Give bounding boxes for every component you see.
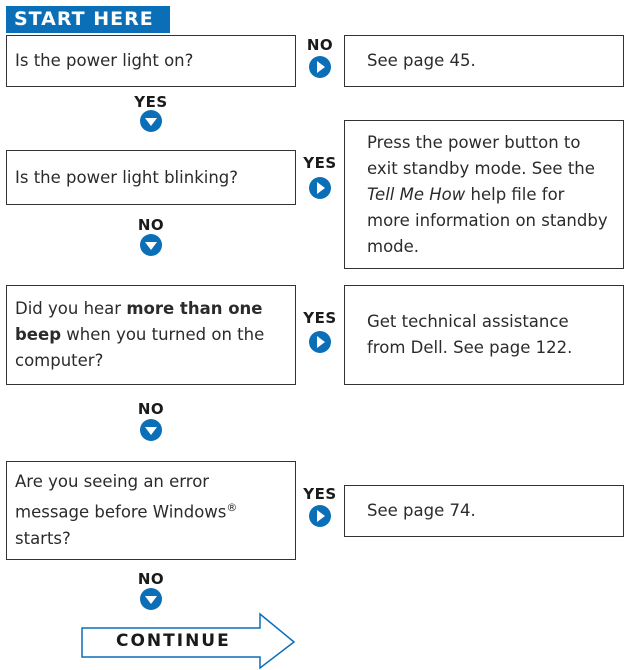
question-text-1: Is the power light on? bbox=[15, 51, 194, 70]
arrow-right-icon bbox=[309, 177, 331, 199]
answer-text-2: Press the power button to exit standby m… bbox=[367, 132, 608, 256]
next-label-3: NO bbox=[137, 400, 165, 418]
answer-box-1: See page 45. bbox=[344, 35, 624, 87]
continue-arrow-icon[interactable] bbox=[80, 612, 298, 670]
answer-label-4: YES bbox=[303, 485, 337, 503]
next-label-4: NO bbox=[137, 570, 165, 588]
question-text-3: Did you hear more than one beep when you… bbox=[15, 299, 265, 370]
arrow-right-icon bbox=[309, 331, 331, 353]
registered-mark: ® bbox=[226, 501, 238, 515]
emphasis-text: more than one beep bbox=[15, 299, 263, 344]
question-box-3: Did you hear more than one beep when you… bbox=[6, 285, 296, 385]
answer-label-1: NO bbox=[306, 36, 334, 54]
continue-label[interactable]: CONTINUE bbox=[116, 631, 231, 651]
answer-text-3: Get technical assistance from Dell. See … bbox=[367, 312, 573, 357]
arrow-down-icon bbox=[140, 234, 162, 256]
arrow-right-icon bbox=[309, 505, 331, 527]
answer-box-4: See page 74. bbox=[344, 485, 624, 537]
answer-text-4: See page 74. bbox=[367, 501, 476, 520]
arrow-down-icon bbox=[140, 110, 162, 132]
question-box-2: Is the power light blinking? bbox=[6, 150, 296, 205]
answer-label-2: YES bbox=[303, 154, 337, 172]
help-file-name: Tell Me How bbox=[367, 184, 466, 204]
arrow-right-icon bbox=[309, 56, 331, 78]
arrow-down-icon bbox=[140, 588, 162, 610]
question-text-4: Are you seeing an error message before W… bbox=[15, 472, 238, 548]
answer-label-3: YES bbox=[303, 309, 337, 327]
question-box-1: Is the power light on? bbox=[6, 35, 296, 87]
question-box-4: Are you seeing an error message before W… bbox=[6, 461, 296, 560]
answer-box-3: Get technical assistance from Dell. See … bbox=[344, 285, 624, 385]
question-text-2: Is the power light blinking? bbox=[15, 167, 239, 187]
answer-text-1: See page 45. bbox=[367, 51, 476, 70]
answer-box-2: Press the power button to exit standby m… bbox=[344, 120, 624, 269]
next-label-1: YES bbox=[134, 93, 168, 111]
next-label-2: NO bbox=[137, 216, 165, 234]
start-here-banner: START HERE bbox=[6, 6, 170, 33]
arrow-down-icon bbox=[140, 419, 162, 441]
